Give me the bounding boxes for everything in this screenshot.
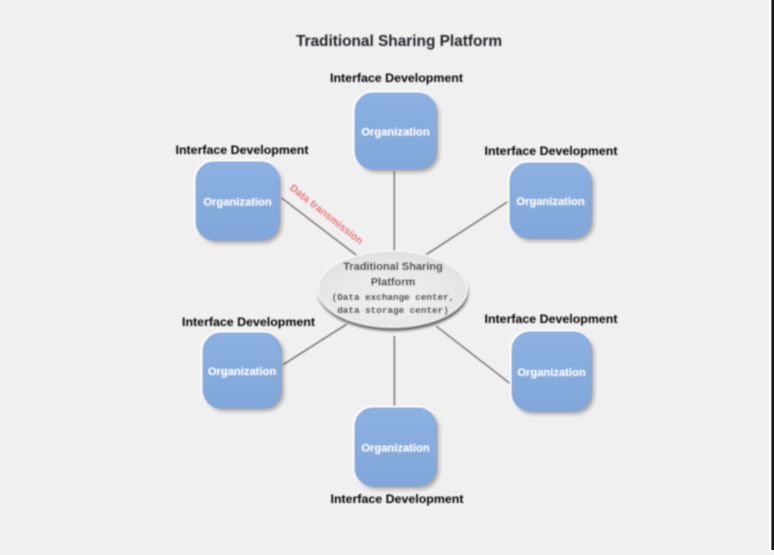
svg-text:Traditional Sharing Platform: Traditional Sharing Platform xyxy=(296,33,502,50)
svg-text:Organization: Organization xyxy=(208,366,277,378)
svg-text:data storage center): data storage center) xyxy=(337,305,449,316)
svg-text:Platform: Platform xyxy=(371,277,416,289)
svg-text:Organization: Organization xyxy=(361,443,430,455)
svg-text:Traditional Sharing: Traditional Sharing xyxy=(343,261,443,273)
svg-text:Interface Development: Interface Development xyxy=(176,143,309,157)
svg-text:Organization: Organization xyxy=(517,367,586,379)
svg-text:Interface Development: Interface Development xyxy=(485,144,618,158)
svg-text:Interface Development: Interface Development xyxy=(331,492,464,506)
svg-text:Interface Development: Interface Development xyxy=(330,71,463,85)
svg-text:Organization: Organization xyxy=(203,197,272,209)
svg-text:Organization: Organization xyxy=(516,196,585,208)
svg-text:(Data exchange center,: (Data exchange center, xyxy=(332,292,455,303)
svg-text:Interface Development: Interface Development xyxy=(182,315,315,329)
svg-text:Interface Development: Interface Development xyxy=(485,312,618,326)
svg-text:Organization: Organization xyxy=(361,127,430,139)
